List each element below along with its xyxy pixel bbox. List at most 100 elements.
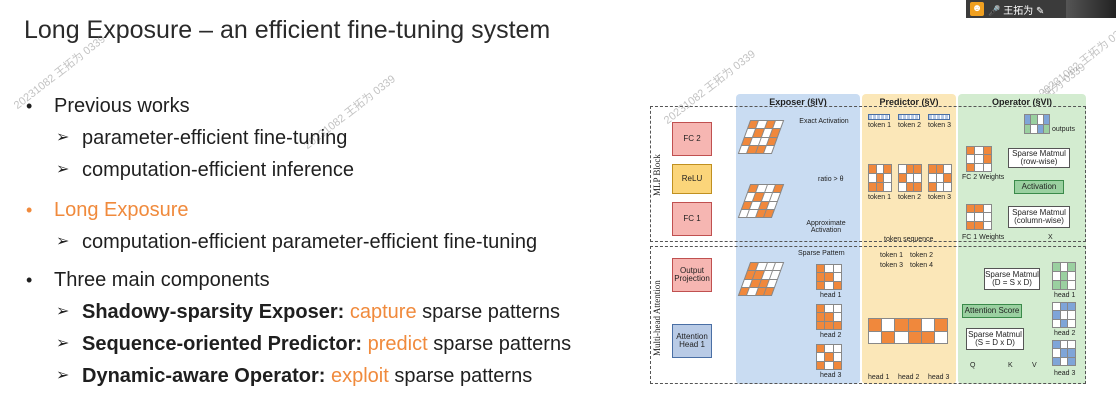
sub-bullet-item: ➢ Dynamic-aware Operator: exploit sparse… xyxy=(56,366,532,386)
component-name: Dynamic-aware Operator: xyxy=(82,365,326,387)
component-verb: predict xyxy=(367,333,428,355)
predictor-grid xyxy=(928,164,952,192)
head1-label: head 1 xyxy=(820,292,842,299)
camera-feed xyxy=(1066,0,1116,18)
component-rest: sparse patterns xyxy=(422,301,561,323)
mlp-frame xyxy=(650,106,1086,242)
outputs-label: outputs xyxy=(1052,126,1075,133)
bullet-text: Three main components xyxy=(54,269,270,291)
token-chip xyxy=(868,114,890,120)
sub-bullet-item: ➢ computation-efficient parameter-effici… xyxy=(56,232,537,252)
head2-label: head 2 xyxy=(820,332,842,339)
arrow-icon: ➢ xyxy=(56,161,70,178)
predictor-grid xyxy=(868,164,892,192)
fc2-weights-grid xyxy=(966,146,992,172)
token-label: token 3 xyxy=(928,122,951,129)
bullet-dot: • xyxy=(26,270,33,290)
sparse-matmul-sdxd-box: Sparse Matmul (S = D x D) xyxy=(966,328,1024,350)
fc2-weights-label: FC 2 Weights xyxy=(962,174,1005,181)
arrow-icon: ➢ xyxy=(56,233,70,250)
token-chip xyxy=(928,114,950,120)
component-verb: capture xyxy=(349,301,417,323)
arrow-icon: ➢ xyxy=(56,303,70,320)
arrow-icon: ➢ xyxy=(56,129,70,146)
head1-grid xyxy=(816,264,842,290)
bullet-text: Previous works xyxy=(54,95,190,117)
fc1-box: FC 1 xyxy=(672,202,712,236)
x-label: X xyxy=(1048,234,1053,241)
token-chip xyxy=(898,114,920,120)
op-head-grid xyxy=(1052,340,1076,366)
op-head-grid xyxy=(1052,262,1076,290)
token-label: token 1 xyxy=(868,122,891,129)
bullet-dot: • xyxy=(26,96,33,116)
sub-bullet-text: computation-efficient inference xyxy=(82,159,355,181)
predictor-title: Predictor (§V) xyxy=(879,97,939,107)
approx-activation-label: Approximate Activation xyxy=(806,220,846,234)
sub-bullet-item: ➢ Sequence-oriented Predictor: predict s… xyxy=(56,334,571,354)
exact-activation-label: Exact Activation xyxy=(799,118,849,125)
token-label: token 2 xyxy=(910,252,933,259)
arrow-icon: ➢ xyxy=(56,367,70,384)
attn-label: Multi-head Attention xyxy=(652,280,662,356)
token-label: token 3 xyxy=(928,194,951,201)
architecture-figure: Exposer (§IV) Predictor (§V) Operator (§… xyxy=(648,86,1090,386)
token-sequence-label: token sequence xyxy=(884,236,934,243)
mic-icon: 🎤 xyxy=(988,5,1001,17)
fc1-weights-label: FC 1 Weights xyxy=(962,234,1005,241)
fc2-box: FC 2 xyxy=(672,122,712,156)
sub-bullet-item: ➢ computation-efficient inference xyxy=(56,160,354,180)
component-verb: exploit xyxy=(330,365,389,387)
head-label: head 3 xyxy=(1054,370,1076,377)
exposer-title: Exposer (§IV) xyxy=(769,97,827,107)
predictor-grid xyxy=(898,164,922,192)
op-head-grid xyxy=(1052,302,1076,328)
sub-bullet-item: ➢ parameter-efficient fine-tuning xyxy=(56,128,347,148)
token-label: token 1 xyxy=(868,194,891,201)
head-label: head 1 xyxy=(868,374,890,381)
relu-box: ReLU xyxy=(672,164,712,194)
bullet-item: • Three main components xyxy=(26,270,270,290)
slide-title: Long Exposure – an efficient fine-tuning… xyxy=(24,16,551,44)
attention-score-box: Attention Score xyxy=(962,304,1022,318)
fc1-weights-grid xyxy=(966,204,992,230)
attention-head-box: Attention Head 1 xyxy=(672,324,712,358)
head-label: head 2 xyxy=(1054,330,1076,337)
participant-name: 🎤 王拓为 ✎ xyxy=(988,5,1045,17)
sub-bullet-item: ➢ Shadowy-sparsity Exposer: capture spar… xyxy=(56,302,560,322)
user-icon: ☻ xyxy=(970,2,984,16)
component-rest: sparse patterns xyxy=(433,333,572,355)
output-projection-box: Output Projection xyxy=(672,258,712,292)
head3-grid xyxy=(816,344,842,370)
outputs-grid xyxy=(1024,114,1050,134)
token-label: token 2 xyxy=(898,194,921,201)
head2-grid xyxy=(816,304,842,330)
predictor-attn-grid xyxy=(868,318,948,344)
mlp-label: MLP Block xyxy=(652,154,662,196)
bullet-dot: • xyxy=(26,200,33,220)
component-name: Sequence-oriented Predictor: xyxy=(82,333,363,355)
sparse-matmul-dsxd-box: Sparse Matmul (D = S x D) xyxy=(984,268,1040,290)
arrow-icon: ➢ xyxy=(56,335,70,352)
q-label: Q xyxy=(970,362,976,369)
bullet-item: • Previous works xyxy=(26,96,190,116)
sparse-matmul-column-box: Sparse Matmul (column-wise) xyxy=(1008,206,1070,228)
token-label: token 4 xyxy=(910,262,933,269)
head3-label: head 3 xyxy=(820,372,842,379)
k-label: K xyxy=(1008,362,1013,369)
sub-bullet-text: parameter-efficient fine-tuning xyxy=(82,127,348,149)
token-label: token 3 xyxy=(880,262,903,269)
attn-frame xyxy=(650,246,1086,384)
token-label: token 2 xyxy=(898,122,921,129)
head-label: head 2 xyxy=(898,374,920,381)
activation-box: Activation xyxy=(1014,180,1064,194)
ratio-label: ratio > θ xyxy=(818,176,844,183)
sparse-matmul-row-box: Sparse Matmul (row-wise) xyxy=(1008,148,1070,168)
head-label: head 1 xyxy=(1054,292,1076,299)
participant-video-tile[interactable]: ☻ 🎤 王拓为 ✎ xyxy=(966,0,1116,18)
sparse-pattern-label: Sparse Pattern xyxy=(798,250,845,257)
participant-name-text: 王拓为 xyxy=(1003,5,1034,17)
bullet-text: Long Exposure xyxy=(54,199,189,221)
head-label: head 3 xyxy=(928,374,950,381)
component-name: Shadowy-sparsity Exposer: xyxy=(82,301,345,323)
